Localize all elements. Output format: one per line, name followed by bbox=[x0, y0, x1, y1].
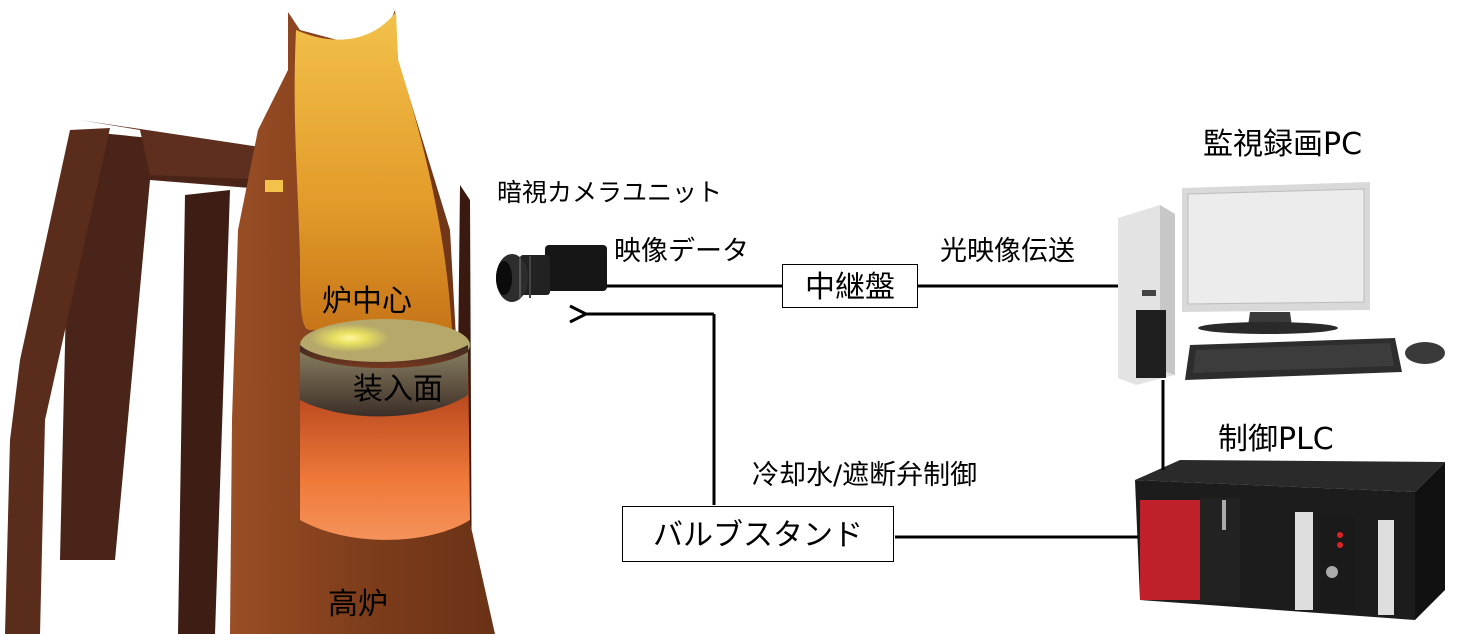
furnace-label: 高炉 bbox=[328, 587, 388, 622]
charge-surface-label: 装入面 bbox=[353, 372, 443, 407]
furnace-center-label: 炉中心 bbox=[322, 284, 412, 319]
furnace-interior-upper bbox=[294, 12, 452, 330]
furnace-frame-inner-leg bbox=[178, 190, 230, 634]
furnace-frame-left-leg bbox=[5, 128, 110, 634]
pc-label: 監視録画PC bbox=[1203, 127, 1363, 162]
video-data-label: 映像データ bbox=[614, 236, 749, 267]
furnace-frame-top-beam bbox=[80, 120, 280, 180]
camera-label: 暗視カメラユニット bbox=[497, 178, 723, 207]
control-label: 冷却水/遮断弁制御 bbox=[752, 460, 978, 491]
furnace-center-glow bbox=[310, 324, 390, 352]
blast-furnace bbox=[5, 10, 495, 634]
furnace-frame-back bbox=[60, 130, 275, 560]
plc-icon bbox=[1135, 460, 1445, 620]
connections bbox=[586, 284, 1165, 539]
pc-icon bbox=[1118, 182, 1445, 385]
valve-stand-box: バルブスタンド bbox=[622, 506, 894, 562]
camera-port bbox=[265, 180, 283, 192]
optical-transmission-label: 光映像伝送 bbox=[940, 236, 1075, 267]
camera-icon bbox=[496, 245, 607, 302]
relay-box: 中継盤 bbox=[782, 264, 918, 308]
charge-surface-dark bbox=[300, 352, 468, 417]
plc-label: 制御PLC bbox=[1218, 422, 1334, 457]
